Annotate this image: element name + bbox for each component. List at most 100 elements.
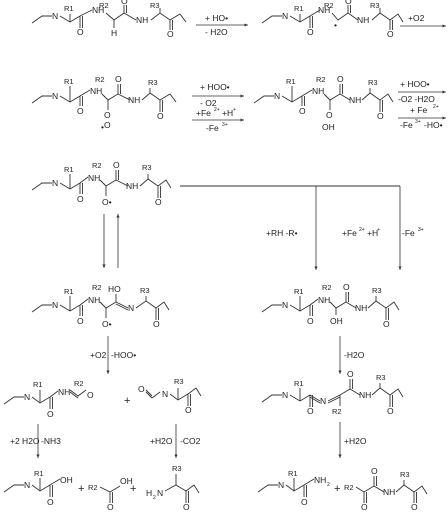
svg-text:R2: R2 xyxy=(344,483,354,492)
svg-text:O: O xyxy=(337,74,344,84)
svg-text:+ HO•: + HO• xyxy=(205,13,228,23)
svg-text:N: N xyxy=(24,392,30,402)
svg-text:R2: R2 xyxy=(74,379,84,388)
svg-text:+O2: +O2 xyxy=(90,350,107,360)
svg-text:R1: R1 xyxy=(294,4,304,13)
svg-text:O: O xyxy=(411,502,418,512)
svg-text:N: N xyxy=(52,91,58,101)
arrow-2: +O2 xyxy=(400,13,446,28)
arrow-8: +H2O -CO2 xyxy=(150,424,201,458)
branch-lines: +RH -R• +Fe 2+ +H + -Fe 3+ xyxy=(180,185,424,270)
svg-text:O: O xyxy=(138,384,145,394)
svg-text:R2: R2 xyxy=(92,161,102,170)
svg-text:O: O xyxy=(326,110,333,120)
svg-text:O: O xyxy=(387,29,394,39)
svg-text:H: H xyxy=(146,488,152,498)
svg-text:N: N xyxy=(282,300,288,310)
svg-text:HO: HO xyxy=(108,284,121,294)
svg-text:N: N xyxy=(162,389,168,399)
svg-text:O: O xyxy=(307,406,314,416)
svg-text:R1: R1 xyxy=(34,469,44,478)
molecule-4: N R1 O NH R2 O OH O NH R3 O xyxy=(253,74,394,132)
svg-text:R1: R1 xyxy=(294,379,304,388)
svg-text:R3: R3 xyxy=(174,377,184,386)
svg-text:NH: NH xyxy=(92,5,104,15)
svg-text:O: O xyxy=(77,106,84,116)
svg-text:O: O xyxy=(157,111,164,121)
svg-text:2: 2 xyxy=(327,482,330,488)
molecule-15: R2 O O NH R3 O xyxy=(344,466,428,512)
svg-text:O: O xyxy=(121,0,128,6)
svg-text:N: N xyxy=(52,178,58,188)
svg-text:R1: R1 xyxy=(64,77,74,86)
svg-text:+: + xyxy=(377,227,380,233)
molecule-7: N R1 O NH R2 OH O NH R3 O xyxy=(261,282,400,329)
svg-text:N: N xyxy=(274,91,280,101)
molecule-10: N R1 O N R2 O NH R3 O xyxy=(261,369,404,416)
svg-text:R3: R3 xyxy=(142,163,152,172)
svg-text:+Fe: +Fe xyxy=(196,108,211,118)
svg-text:+: + xyxy=(334,483,340,495)
svg-text:O: O xyxy=(345,0,352,6)
svg-text:O: O xyxy=(343,282,350,292)
svg-text:OH: OH xyxy=(120,476,133,486)
svg-text:N: N xyxy=(282,390,288,400)
svg-text:NH: NH xyxy=(318,5,330,15)
svg-text:R3: R3 xyxy=(370,1,380,10)
svg-text:+O2: +O2 xyxy=(408,13,425,23)
svg-text:R3: R3 xyxy=(150,1,160,10)
svg-text:O: O xyxy=(47,409,54,419)
svg-text:R2: R2 xyxy=(322,283,332,292)
svg-text:+Fe: +Fe xyxy=(342,228,357,238)
molecule-6: N R1 O NH R2 O• HO N R3 O xyxy=(31,283,170,329)
molecule-2: N R1 O NH R2 • O NH R3 O xyxy=(261,0,404,39)
svg-text:NH: NH xyxy=(359,390,371,400)
svg-text:NH: NH xyxy=(357,15,369,25)
arrow-4: + HOO• -O2 -H2O + Fe 2+ -Fe 3+ -HO• xyxy=(398,79,446,130)
svg-text:O: O xyxy=(387,406,394,416)
svg-text:OH: OH xyxy=(330,316,343,326)
svg-text:NH: NH xyxy=(90,86,102,96)
svg-text:H: H xyxy=(111,28,117,38)
svg-text:+: + xyxy=(130,483,136,495)
svg-text:+H: +H xyxy=(367,228,378,238)
svg-text:+ HOO•: + HOO• xyxy=(400,79,430,89)
svg-text:2: 2 xyxy=(153,495,156,501)
svg-text:O: O xyxy=(153,319,160,329)
molecule-11: N R1 O OH xyxy=(3,469,73,507)
svg-text:R3: R3 xyxy=(368,78,378,87)
svg-text:O: O xyxy=(307,27,314,37)
arrow-3: + HOO• - O2 +Fe 2+ +H + -Fe 3+ xyxy=(192,82,244,133)
svg-text:O•: O• xyxy=(102,197,112,207)
svg-text:R3: R3 xyxy=(372,286,382,295)
equilibrium-arrows xyxy=(102,214,120,268)
svg-text:NH: NH xyxy=(88,295,100,305)
svg-text:3+: 3+ xyxy=(418,227,424,233)
svg-text:-O2 -H2O: -O2 -H2O xyxy=(398,94,435,104)
svg-text:NH: NH xyxy=(58,387,70,397)
svg-text:O: O xyxy=(167,29,174,39)
svg-text:NH: NH xyxy=(126,181,138,191)
svg-text:O: O xyxy=(115,74,122,84)
svg-text:O: O xyxy=(183,502,190,512)
arrow-5: +O2 -HOO• xyxy=(90,336,136,374)
svg-text:2+: 2+ xyxy=(433,104,439,110)
svg-text:+H2O: +H2O xyxy=(344,436,367,446)
svg-text:-CO2: -CO2 xyxy=(180,436,201,446)
arrow-9: +H2O xyxy=(338,422,367,458)
svg-text:O: O xyxy=(307,316,314,326)
svg-text:N: N xyxy=(24,480,30,490)
svg-text:N: N xyxy=(128,303,134,313)
svg-text:O•: O• xyxy=(102,319,112,329)
svg-text:NH: NH xyxy=(314,475,326,485)
svg-text:N: N xyxy=(282,11,288,21)
svg-text:O: O xyxy=(185,405,192,415)
svg-text:NH: NH xyxy=(318,295,330,305)
molecule-5: N R1 O NH R2 O• O NH R3 O xyxy=(31,160,172,207)
molecule-9: O N R3 O xyxy=(138,377,202,415)
molecule-8: N R1 O NH R2 O xyxy=(3,379,94,419)
svg-text:- H2O: - H2O xyxy=(205,27,228,37)
svg-text:O: O xyxy=(77,194,84,204)
svg-text:O: O xyxy=(383,319,390,329)
